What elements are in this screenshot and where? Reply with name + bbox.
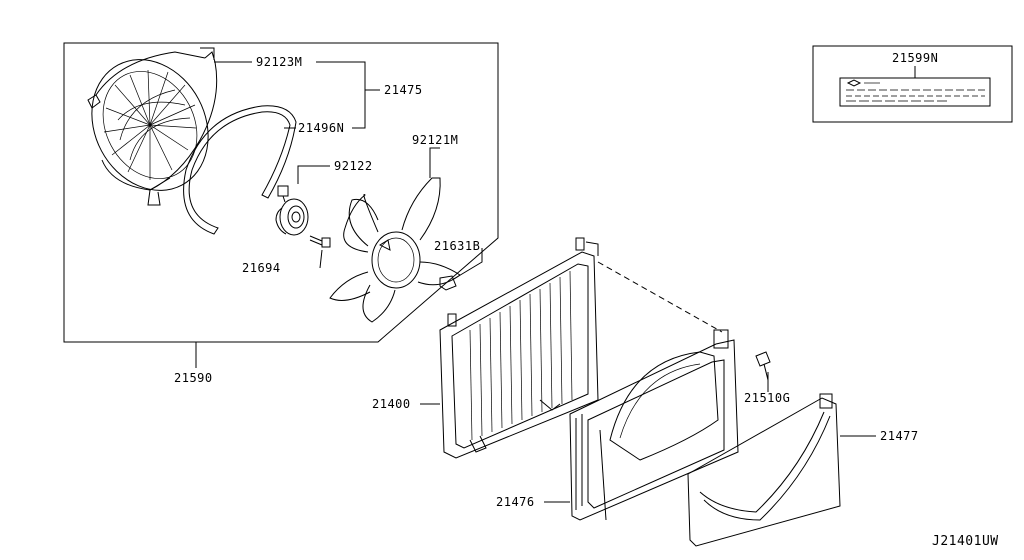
shroud-clip-drawing [755, 351, 771, 392]
fan-shroud-drawing [87, 47, 218, 206]
label-21475: 21475 [384, 83, 423, 97]
label-21631B: 21631B [434, 239, 480, 253]
part-number-labels: 92123M 21475 21496N 92121M 92122 21631B … [174, 51, 999, 549]
fan-bolt-drawing [309, 235, 331, 248]
label-21400: 21400 [372, 397, 411, 411]
label-92121M: 92121M [412, 133, 458, 147]
radiator-drawing [420, 237, 599, 459]
label-21477: 21477 [880, 429, 919, 443]
fan-nut-drawing [439, 275, 457, 291]
label-21496N: 21496N [298, 121, 344, 135]
label-21694: 21694 [242, 261, 281, 275]
label-21476: 21476 [496, 495, 535, 509]
diagram-code: J21401UW [932, 534, 999, 549]
fan-assembly-group-frame [63, 42, 499, 343]
label-21590: 21590 [174, 371, 213, 385]
label-92122: 92122 [334, 159, 373, 173]
shroud-seal-ring-drawing [183, 105, 297, 235]
lower-radiator-shroud-drawing [687, 393, 876, 547]
label-21599N: 21599N [892, 51, 938, 65]
upper-radiator-shroud-drawing [544, 329, 739, 521]
alignment-dashed-line [597, 261, 723, 333]
caution-label-drawing [839, 66, 991, 107]
fan-group-leader-lines [195, 61, 483, 368]
label-21510G: 21510G [744, 391, 790, 405]
caution-label-frame [812, 45, 1013, 123]
fan-coupling-drawing [275, 185, 309, 236]
label-92123M: 92123M [256, 55, 302, 69]
